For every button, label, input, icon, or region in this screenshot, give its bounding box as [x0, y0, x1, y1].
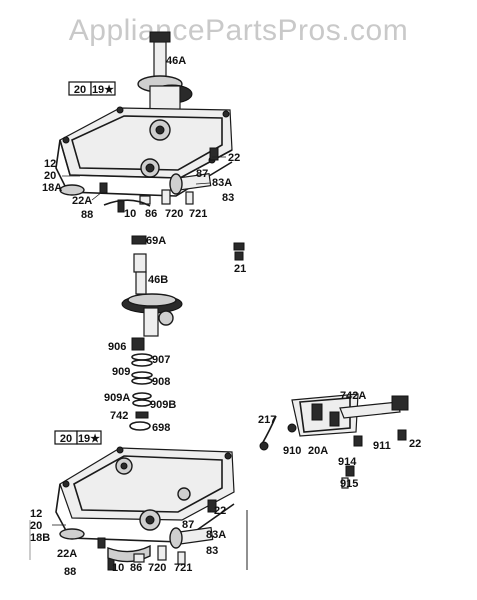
mid-part-742	[135, 411, 149, 419]
upper-label-88: 88	[81, 209, 93, 221]
watermark: AppliancePartsPros.com	[68, 14, 409, 47]
upper-label-18a: 18A	[42, 182, 62, 194]
lower-label-88: 88	[64, 566, 76, 578]
lower-label-721: 721	[174, 562, 192, 574]
gov-label-20a: 20A	[308, 445, 328, 457]
lower-drive-shaft	[169, 526, 214, 549]
mid-spring-907-908	[131, 353, 153, 385]
mid-label-46b: 46B	[148, 274, 168, 286]
upper-gasket-18a	[59, 184, 85, 196]
gov-label-914: 914	[338, 456, 357, 468]
lower-label-720: 720	[148, 562, 166, 574]
lower-washer-720	[157, 545, 167, 561]
mid-gear-46b	[121, 253, 183, 337]
upper-washer-720	[161, 189, 171, 205]
mid-label-906: 906	[108, 341, 126, 353]
upper-label-22: 22	[228, 152, 240, 164]
lower-box-left: 20	[60, 433, 72, 445]
upper-label-720: 720	[165, 208, 183, 220]
lower-label-12: 12	[30, 508, 42, 520]
upper-label-83: 83	[222, 192, 234, 204]
upper-clip-721	[185, 191, 194, 205]
gov-label-915: 915	[340, 478, 358, 490]
lower-label-87: 87	[182, 519, 194, 531]
upper-crankshaft	[137, 31, 193, 111]
lower-assembly: 20 19★ 22 87 83A 83 12 20 18B 22A 88 10 …	[30, 430, 235, 578]
gov-label-911: 911	[373, 440, 391, 452]
mid-label-908: 908	[152, 376, 170, 388]
mid-label-907: 907	[152, 354, 170, 366]
lower-gasket-18b	[59, 528, 85, 540]
lower-bolt-22a	[97, 537, 106, 549]
upper-seal-88	[103, 199, 151, 207]
mid-label-69a: 69A	[146, 235, 166, 247]
upper-bolt-22	[209, 147, 219, 161]
upper-label-87: 87	[196, 168, 208, 180]
lower-box-right: 19★	[78, 433, 100, 445]
mid-label-742: 742	[110, 410, 128, 422]
gov-label-742a: 742A	[340, 390, 366, 402]
mid-label-909a: 909A	[104, 392, 130, 404]
lower-key-86	[133, 553, 145, 563]
mid-label-909b: 909B	[150, 399, 176, 411]
gov-label-910: 910	[283, 445, 301, 457]
middle-assembly: 69A 21 46B 906 907 909 908 909A 909B 742…	[104, 235, 246, 434]
lower-label-83a: 83A	[206, 529, 226, 541]
gov-label-217: 217	[258, 414, 276, 426]
lower-clip-721	[177, 551, 186, 565]
governor-assembly: 742A 217 910 20A 911 22 914 915	[258, 390, 421, 490]
mid-cup-906	[131, 337, 145, 351]
gov-label-22: 22	[409, 438, 421, 450]
upper-label-20: 20	[44, 170, 56, 182]
mid-label-698: 698	[152, 422, 170, 434]
upper-label-12: 12	[44, 158, 56, 170]
upper-label-721: 721	[189, 208, 207, 220]
upper-box-right: 19★	[92, 84, 114, 96]
mid-breather-21	[233, 242, 245, 261]
mid-label-21: 21	[234, 263, 246, 275]
mid-ring-698	[129, 421, 151, 431]
lower-label-22: 22	[214, 505, 226, 517]
upper-label-22a: 22A	[72, 195, 92, 207]
upper-box-left: 20	[74, 84, 86, 96]
upper-label-46a: 46A	[166, 55, 186, 67]
upper-label-10: 10	[124, 208, 136, 220]
lower-label-86: 86	[130, 562, 142, 574]
lower-label-10: 10	[112, 562, 124, 574]
upper-bolt-22a	[99, 182, 108, 194]
upper-drive-shaft	[169, 173, 212, 195]
lower-crankcase-cover	[55, 446, 235, 543]
mid-plug-69a	[131, 235, 147, 245]
upper-label-83a: 83A	[212, 177, 232, 189]
lower-label-18b: 18B	[30, 532, 50, 544]
mid-spring-909b	[132, 392, 152, 407]
lower-label-83: 83	[206, 545, 218, 557]
lower-label-20: 20	[30, 520, 42, 532]
mid-label-909: 909	[112, 366, 130, 378]
governor-lever	[339, 401, 401, 419]
upper-assembly: 20 19★ 46A 22 87 83A 83 12 20 18A 22A 88…	[42, 31, 240, 221]
lower-label-22a: 22A	[57, 548, 77, 560]
upper-label-86: 86	[145, 208, 157, 220]
